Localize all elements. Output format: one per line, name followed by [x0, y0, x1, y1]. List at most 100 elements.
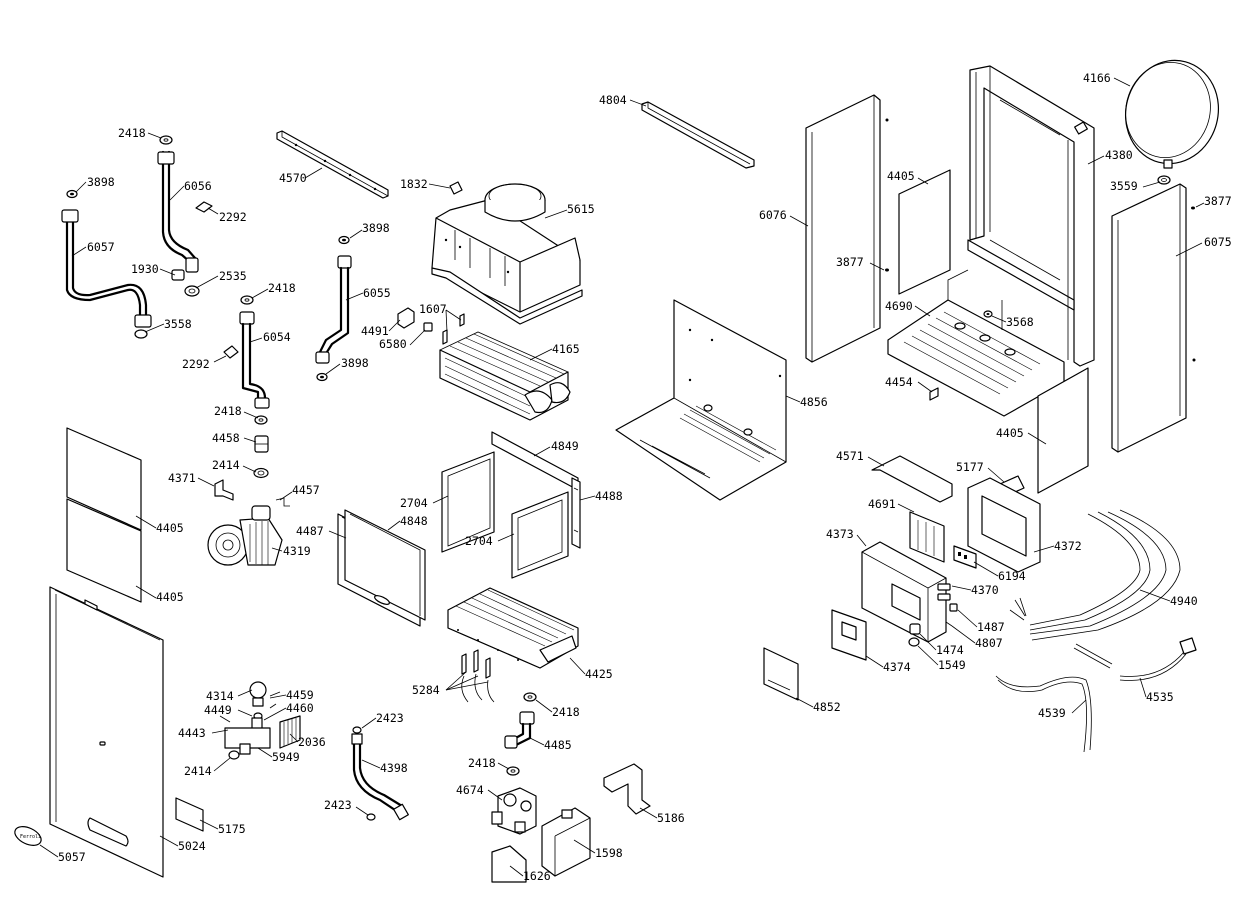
expansion-vessel-4166 — [1124, 59, 1220, 169]
clip-4491 — [397, 307, 415, 329]
washer-3898-c — [316, 372, 328, 382]
flexible-hose-4398 — [351, 726, 409, 821]
label-4449: 4449 — [204, 703, 232, 717]
label-plate-5175 — [175, 797, 204, 832]
knob-1487 — [949, 603, 958, 612]
bar-4804 — [641, 101, 755, 169]
fan-hood-5615 — [431, 183, 583, 325]
label-4373: 4373 — [826, 527, 854, 541]
washer-2418-d — [523, 692, 537, 702]
label-6075: 6075 — [1204, 235, 1232, 249]
label-4487: 4487 — [296, 524, 324, 538]
insulation-4405-c — [898, 169, 951, 295]
pipe-6057 — [61, 209, 152, 328]
screw-3568 — [983, 310, 993, 318]
cover-1626 — [491, 845, 527, 883]
label-4570: 4570 — [279, 171, 307, 185]
label-5177: 5177 — [956, 460, 984, 474]
label-2418-a: 2418 — [118, 126, 146, 140]
label-4166: 4166 — [1083, 71, 1111, 85]
label-4691: 4691 — [868, 497, 896, 511]
nut-3559 — [1157, 175, 1171, 185]
label-2423-b: 2423 — [324, 798, 352, 812]
fitting-4458 — [254, 435, 269, 453]
clip-4454 — [929, 387, 939, 401]
label-2292-b: 2292 — [182, 357, 210, 371]
valve-assembly — [219, 681, 301, 760]
label-5057: 5057 — [58, 850, 86, 864]
washer-2418-a — [159, 135, 173, 145]
label-5284: 5284 — [412, 683, 440, 697]
label-3898-b: 3898 — [362, 221, 390, 235]
knob-1474 — [909, 623, 921, 635]
bracket-4570 — [276, 130, 389, 199]
plate-4852 — [763, 647, 799, 701]
gas-valve-4674 — [491, 787, 537, 835]
logo-badge-5057: Ferroli — [14, 826, 42, 846]
electrodes-1607 — [442, 313, 465, 345]
label-3558: 3558 — [164, 317, 192, 331]
pump-4319 — [207, 505, 283, 566]
label-2036: 2036 — [298, 735, 326, 749]
sensor-1832 — [449, 181, 463, 195]
label-4674: 4674 — [456, 783, 484, 797]
label-4405-b: 4405 — [156, 590, 184, 604]
insulation-panel-4405-b — [66, 498, 142, 603]
washer-2414-a — [253, 467, 269, 479]
pipe-6055 — [315, 255, 352, 364]
label-4690: 4690 — [885, 299, 913, 313]
label-2418-c: 2418 — [214, 404, 242, 418]
panel-4691 — [909, 511, 945, 563]
label-4460: 4460 — [286, 701, 314, 715]
label-2414-a: 2414 — [212, 458, 240, 472]
label-4940: 4940 — [1170, 594, 1198, 608]
label-4856: 4856 — [800, 395, 828, 409]
sensor-cable-4535 — [1073, 637, 1197, 681]
label-4491: 4491 — [361, 324, 389, 338]
leader-lines — [39, 77, 1205, 877]
label-4405-c: 4405 — [887, 169, 915, 183]
label-2414-b: 2414 — [184, 764, 212, 778]
bracket-5186 — [603, 763, 651, 815]
heat-exchanger-4165 — [439, 331, 571, 421]
side-panel-6075 — [1111, 183, 1196, 453]
label-3877-a: 3877 — [836, 255, 864, 269]
part-labels: 2418 6056 2292 1930 2535 3898 6057 3558 … — [58, 71, 1232, 883]
insulation-2704-b — [511, 491, 569, 579]
screw-3877-a — [885, 268, 889, 272]
label-5949: 5949 — [272, 750, 300, 764]
label-1474: 1474 — [936, 643, 964, 657]
fascia-4374 — [831, 609, 867, 661]
label-4165: 4165 — [552, 342, 580, 356]
insulation-4405-d — [1037, 367, 1089, 494]
side-panel-6076 — [805, 94, 889, 363]
label-4804: 4804 — [599, 93, 627, 107]
label-4425: 4425 — [585, 667, 613, 681]
insulation-panel-4405-a — [66, 427, 142, 531]
label-5615: 5615 — [567, 202, 595, 216]
label-4405-d: 4405 — [996, 426, 1024, 440]
label-6580: 6580 — [379, 337, 407, 351]
label-1930: 1930 — [131, 262, 159, 276]
label-4374: 4374 — [883, 660, 911, 674]
fitting-6580 — [423, 322, 433, 332]
label-2418-d: 2418 — [552, 705, 580, 719]
connectors-4370 — [937, 583, 951, 601]
label-4405-a: 4405 — [156, 521, 184, 535]
label-2292-a: 2292 — [219, 210, 247, 224]
label-4848: 4848 — [400, 514, 428, 528]
nut-2535 — [184, 285, 200, 297]
label-4458: 4458 — [212, 431, 240, 445]
label-1626: 1626 — [523, 869, 551, 883]
label-2535: 2535 — [219, 269, 247, 283]
pipe-6054 — [239, 311, 270, 409]
frame-4380 — [967, 65, 1095, 367]
nut-1930 — [171, 269, 185, 281]
label-4485: 4485 — [544, 738, 572, 752]
label-4380: 4380 — [1105, 148, 1133, 162]
label-3568: 3568 — [1006, 315, 1034, 329]
label-4372: 4372 — [1054, 539, 1082, 553]
label-5024: 5024 — [178, 839, 206, 853]
label-2704-b: 2704 — [465, 534, 493, 548]
